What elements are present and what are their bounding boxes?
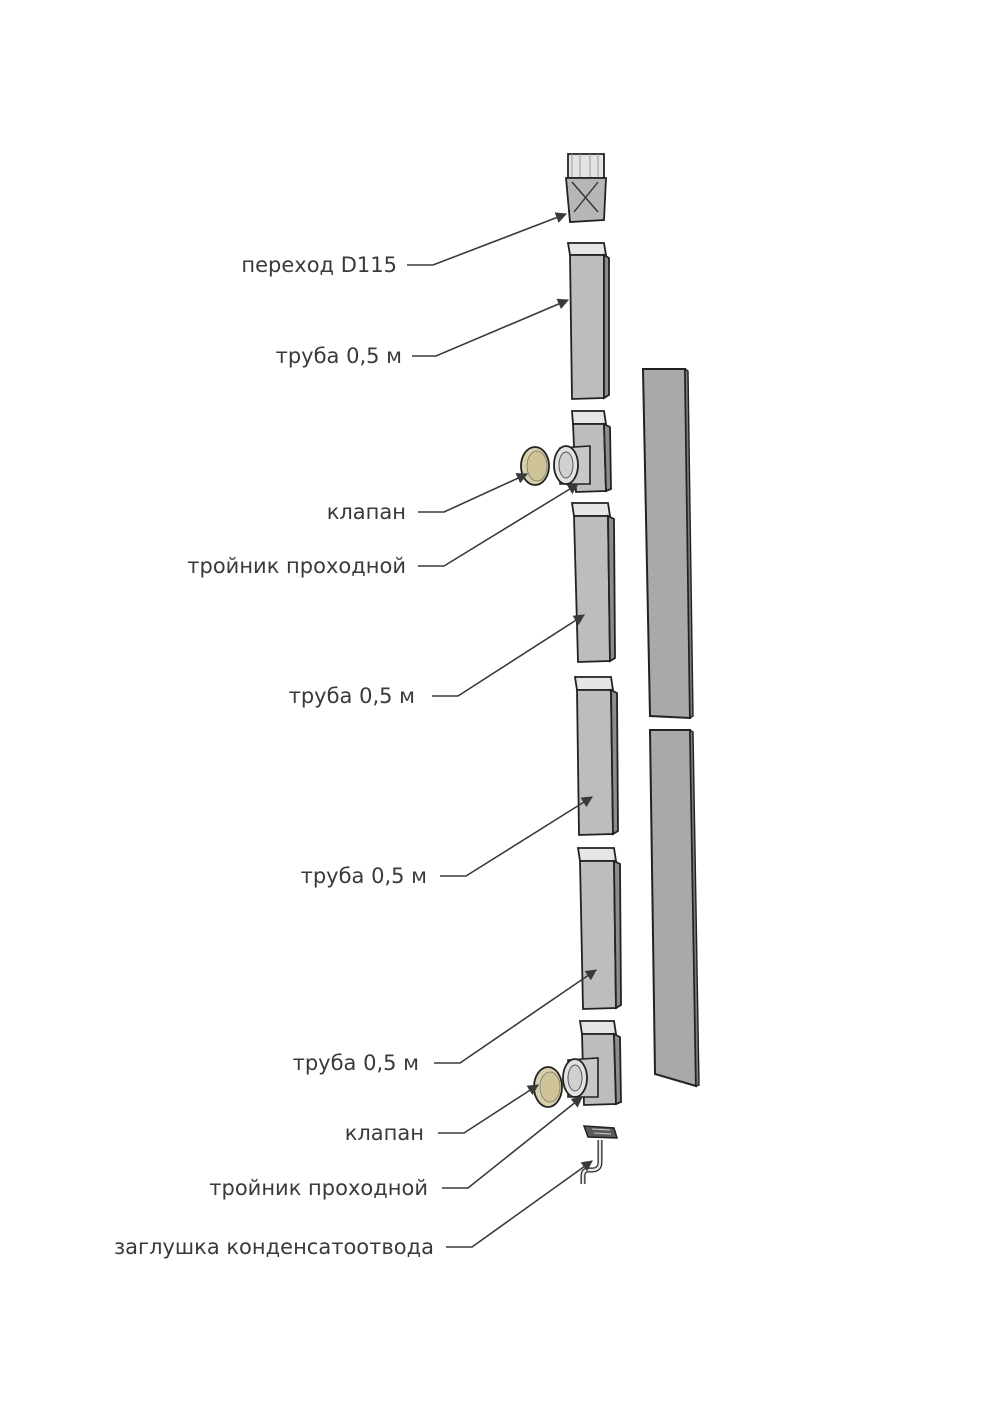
leader-pipe-2 xyxy=(432,614,585,697)
leader-valve-2 xyxy=(438,1084,539,1134)
leader-pipe-1 xyxy=(412,298,570,357)
label-tee-2: тройник проходной xyxy=(209,1176,428,1200)
condensate-plug-part xyxy=(580,1125,619,1184)
leader-lines xyxy=(407,212,597,1248)
pipe-1-part xyxy=(566,242,610,400)
leader-tee-1 xyxy=(418,483,579,567)
leader-condensate-plug xyxy=(446,1160,593,1248)
valve-1-part xyxy=(520,446,550,486)
label-valve-2: клапан xyxy=(344,1121,424,1145)
side-panel-upper xyxy=(641,367,694,720)
label-pipe-2: труба 0,5 м xyxy=(288,684,415,708)
label-transition-d115: переход D115 xyxy=(241,253,397,277)
leader-pipe-4 xyxy=(434,969,597,1064)
tee-1-part xyxy=(553,410,612,493)
label-pipe-3: труба 0,5 м xyxy=(300,864,427,888)
label-condensate-plug: заглушка конденсатоотвода xyxy=(114,1235,434,1259)
leader-valve-1 xyxy=(418,473,529,513)
leader-tee-2 xyxy=(442,1096,583,1189)
label-tee-1: тройник проходной xyxy=(187,554,406,578)
pipe-4-part xyxy=(576,847,622,1010)
pipe-3-part xyxy=(573,676,619,836)
tee-2-part xyxy=(562,1020,622,1106)
pipe-2-part xyxy=(570,502,616,663)
label-valve-1: клапан xyxy=(326,500,406,524)
leader-pipe-3 xyxy=(440,796,593,877)
label-pipe-4: труба 0,5 м xyxy=(292,1051,419,1075)
side-panel-lower xyxy=(648,728,700,1088)
label-pipe-1: труба 0,5 м xyxy=(275,344,402,368)
transition-d115-part xyxy=(565,153,607,223)
valve-2-part xyxy=(533,1066,563,1108)
leader-transition xyxy=(407,212,568,266)
